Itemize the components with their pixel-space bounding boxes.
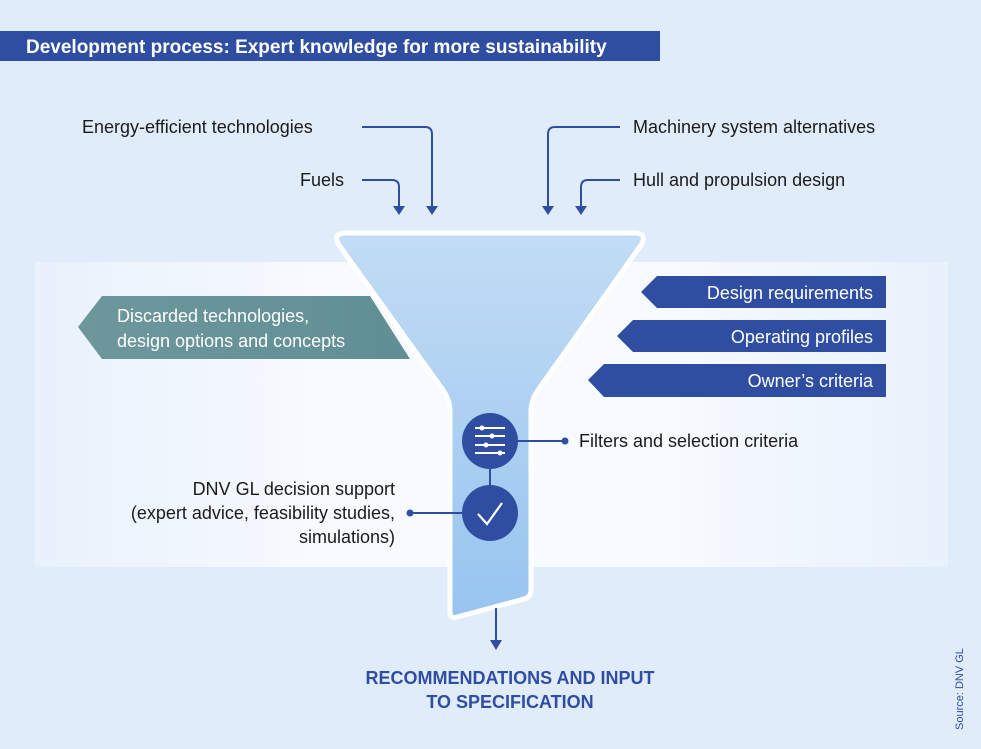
criteria-tag <box>588 364 886 397</box>
title-bar <box>0 31 660 61</box>
criteria-tag <box>617 320 886 352</box>
filter-sliders-icon <box>462 413 518 469</box>
criteria-label: Design requirements <box>707 283 873 303</box>
source-note: Source: DNV GL <box>954 648 966 730</box>
arrow-icon <box>490 640 502 650</box>
page-title: Development process: Expert knowledge fo… <box>26 37 607 58</box>
decision-line2: (expert advice, feasibility studies, <box>131 503 395 523</box>
input-fuels: Fuels <box>300 170 344 190</box>
criteria-tag <box>641 276 886 308</box>
arrow-icon <box>542 206 554 215</box>
result-line2: TO SPECIFICATION <box>426 692 593 712</box>
input-hull: Hull and propulsion design <box>633 170 845 190</box>
input-energy-efficient: Energy-efficient technologies <box>82 117 313 137</box>
decision-line3: simulations) <box>299 527 395 547</box>
arrow-icon <box>393 206 405 215</box>
decision-line1: DNV GL decision support <box>193 479 395 499</box>
criteria-label: Operating profiles <box>731 327 873 347</box>
discarded-tag <box>78 296 410 359</box>
discarded-line2: design options and concepts <box>117 331 345 351</box>
discarded-line1: Discarded technologies, <box>117 306 309 326</box>
filters-label: Filters and selection criteria <box>579 431 799 451</box>
input-machinery: Machinery system alternatives <box>633 117 875 137</box>
result-line1: RECOMMENDATIONS AND INPUT <box>366 668 655 688</box>
checkmark-icon <box>462 485 518 541</box>
criteria-label: Owner’s criteria <box>748 371 874 391</box>
arrow-icon <box>575 206 587 215</box>
arrow-icon <box>426 206 438 215</box>
